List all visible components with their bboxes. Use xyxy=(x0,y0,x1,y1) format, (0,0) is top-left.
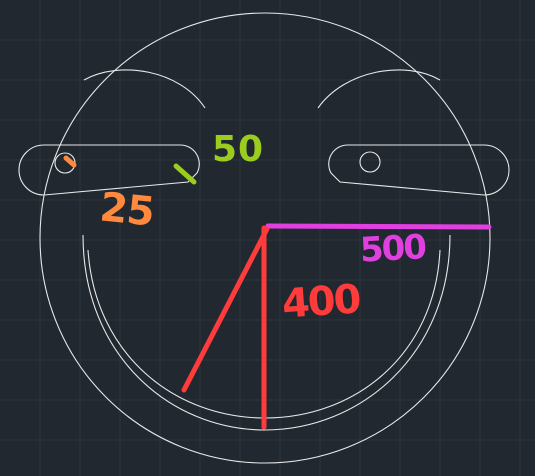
radius-dimension-line xyxy=(181,226,270,393)
left-eyebrow-arc xyxy=(83,69,206,109)
horizontal-dimension-label: 500 xyxy=(358,227,426,271)
vertical-dimension-label: 400 xyxy=(280,276,362,328)
eye-hole-dimension-mark xyxy=(63,155,77,168)
face-outline-circle xyxy=(39,12,491,464)
eye-hole-diameter-label: 25 xyxy=(97,184,156,236)
left-eye-slot xyxy=(18,144,200,196)
right-eye-hole xyxy=(359,151,381,173)
horizontal-dimension-line xyxy=(265,223,492,230)
right-eye-slot xyxy=(328,144,510,196)
eyebrow-dimension-mark xyxy=(173,163,197,185)
right-eyebrow-arc xyxy=(317,69,441,109)
eyebrow-offset-label: 50 xyxy=(212,129,265,170)
mouth-outer-arc xyxy=(82,234,451,431)
